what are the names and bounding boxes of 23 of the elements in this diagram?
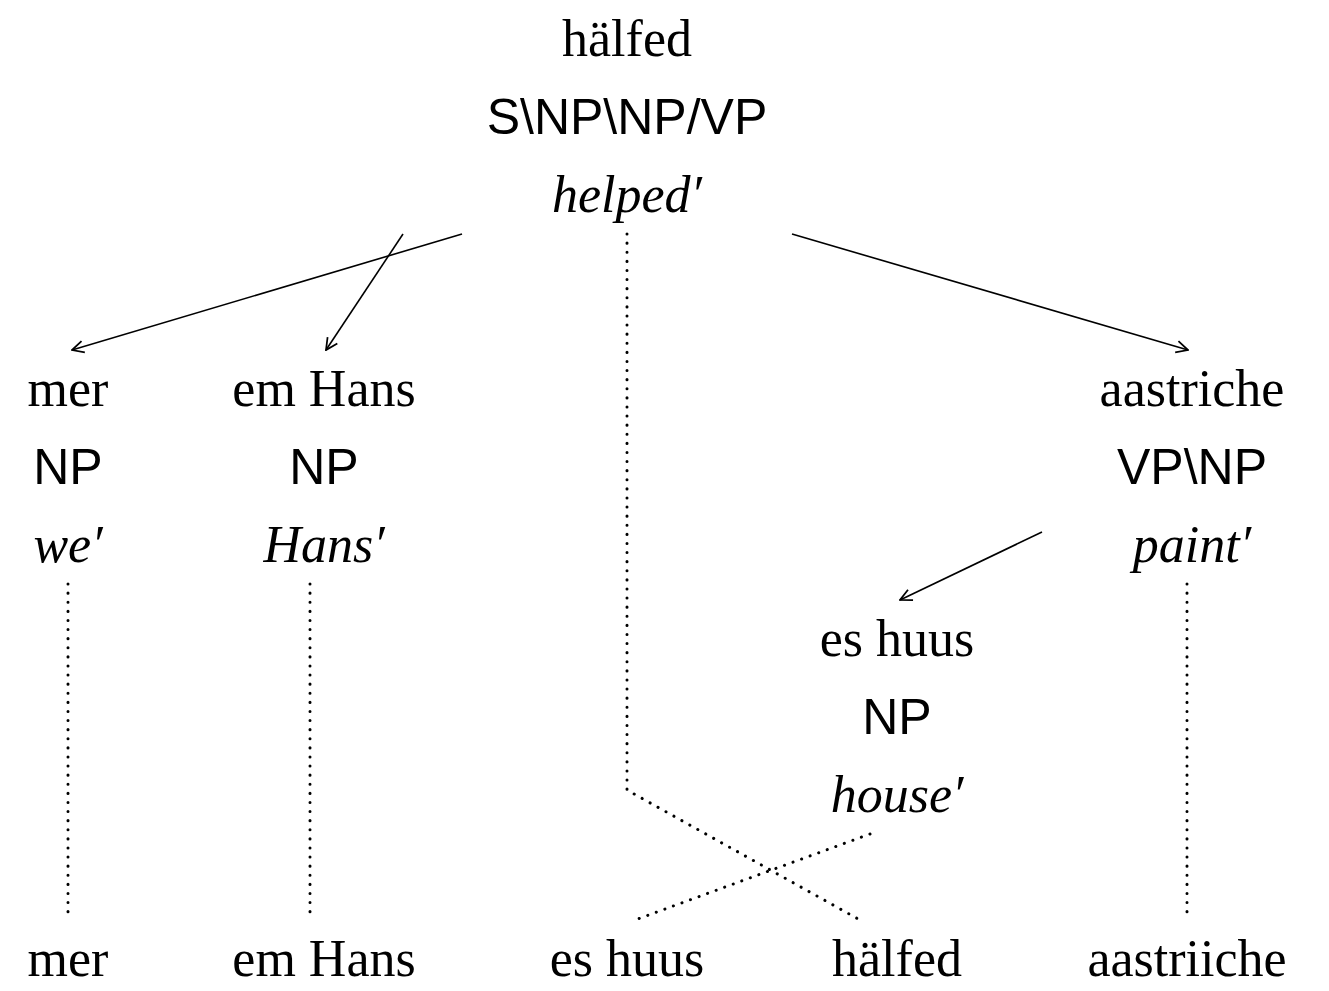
arrow — [71, 233, 463, 354]
category-label: NP — [33, 438, 103, 497]
word-form: aastriiche — [1087, 929, 1287, 989]
category-label: NP — [289, 438, 359, 497]
word-form: em Hans — [232, 929, 416, 989]
category-label: S\NP\NP/VP — [486, 88, 768, 147]
semantic-term: house′ — [830, 765, 964, 825]
word-form: es huus — [819, 609, 975, 669]
word-form: hälfed — [832, 929, 962, 989]
arrow — [325, 233, 404, 351]
semantic-term: helped′ — [552, 165, 702, 225]
semantic-term: Hans′ — [263, 515, 385, 575]
semantic-term: we′ — [33, 515, 103, 575]
arrow — [791, 233, 1189, 354]
word-form: hälfed — [562, 9, 692, 69]
word-form: aastriche — [1099, 359, 1285, 419]
word-form: es huus — [549, 929, 705, 989]
category-label: VP\NP — [1116, 438, 1268, 497]
category-label: NP — [862, 688, 932, 747]
arrow — [899, 531, 1043, 602]
word-form: em Hans — [232, 359, 416, 419]
word-form: mer — [27, 359, 109, 419]
word-form: mer — [27, 929, 109, 989]
